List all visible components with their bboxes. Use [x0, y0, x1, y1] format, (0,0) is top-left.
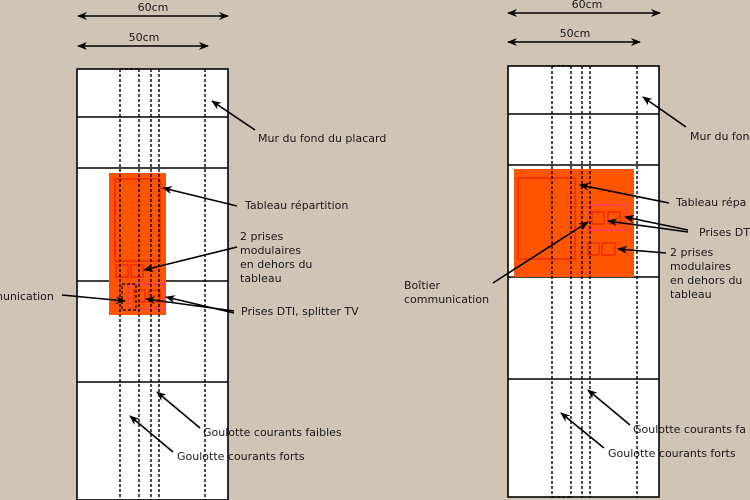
modular-socket [601, 242, 616, 256]
modular-socket [587, 242, 600, 256]
modular-socket [130, 264, 144, 278]
tableau-inner-frame [517, 177, 576, 260]
mur-arrow [211, 100, 256, 131]
dti-label: Prises DTI, splitter TV [241, 305, 359, 318]
tableau-arrow [579, 182, 670, 204]
modular-socket [115, 264, 129, 278]
prises-label-line3: en dehors du [240, 258, 312, 271]
faibles-label: Goulotte courants faibles [203, 426, 342, 439]
boitier-label: nunication [0, 290, 54, 303]
prises-label-line3: en dehors du [670, 274, 742, 287]
tableau-label: Tableau répa [675, 196, 746, 209]
prises-label-line4: tableau [240, 272, 282, 285]
cabinet-panel [507, 65, 660, 498]
dti-label: Prises DT [699, 226, 750, 239]
mur-arrow [642, 96, 687, 128]
prises-label-line1: 2 prises [670, 246, 714, 259]
boitier-arrow [61, 294, 126, 305]
dti-arrow [607, 218, 689, 233]
faibles-arrow [587, 389, 631, 426]
faibles-label: Goulotte courants fa [633, 423, 746, 436]
mur-label: Mur du fon [690, 130, 750, 143]
dti-splitter-group [127, 283, 166, 310]
prises-label-line4: tableau [670, 288, 712, 301]
forts-arrow [129, 415, 174, 453]
splitter-arrow [165, 295, 235, 314]
tableau-label: Tableau répartition [244, 199, 348, 212]
prises-arrow [617, 245, 667, 254]
tableau-arrow [162, 186, 238, 207]
boitier-arrow [492, 221, 589, 284]
right-diagram: 60cm 50cm [404, 0, 750, 498]
dimension-50-label: 50cm [560, 27, 591, 40]
faibles-arrow [156, 391, 201, 429]
tableau-repartition [514, 169, 634, 277]
prises-label-line2: modulaires [240, 244, 301, 257]
mur-label: Mur du fond du placard [258, 132, 386, 145]
boitier-label-line1: Boîtier [404, 279, 440, 292]
dti-splitter-group [588, 204, 627, 231]
forts-arrow [560, 412, 605, 449]
tableau-repartition [109, 173, 166, 315]
dimension-60-label: 60cm [572, 0, 603, 11]
prises-label-line2: modulaires [670, 260, 731, 273]
left-diagram: 60cm 50cm [0, 1, 386, 500]
tableau-inner-frame [114, 178, 161, 262]
prises-label-line1: 2 prises [240, 230, 284, 243]
dti-socket [591, 211, 605, 225]
forts-label: Goulotte courants forts [608, 447, 736, 460]
forts-label: Goulotte courants forts [177, 450, 305, 463]
prises-arrow [143, 246, 238, 272]
dimension-50-label: 50cm [129, 31, 160, 44]
boitier-label-line2: communication [404, 293, 489, 306]
splitter-arrow [624, 214, 689, 231]
dimension-60-label: 60cm [138, 1, 169, 14]
